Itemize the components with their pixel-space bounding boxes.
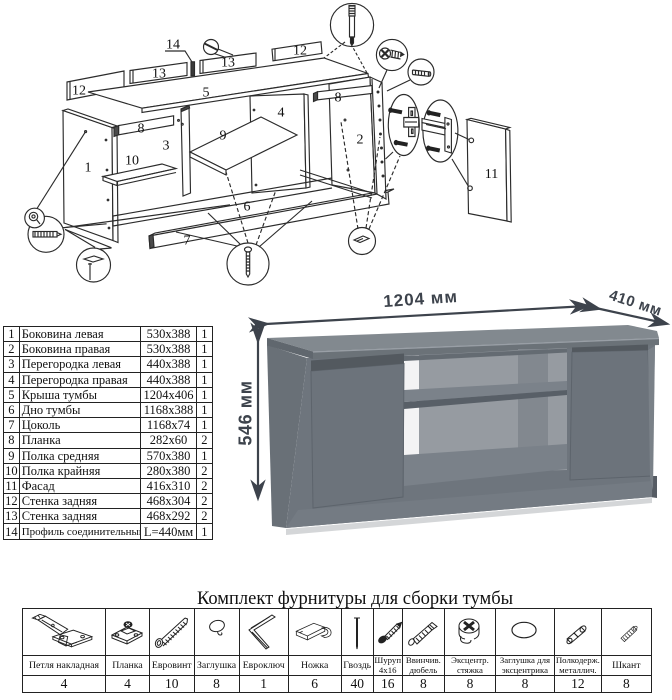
svg-text:9: 9 [220,129,227,144]
svg-text:11: 11 [485,167,498,182]
svg-text:5: 5 [203,86,210,101]
svg-text:8: 8 [138,122,145,137]
svg-text:2: 2 [357,133,364,148]
svg-text:1204 мм: 1204 мм [383,287,459,311]
svg-text:8: 8 [335,91,342,106]
svg-text:13: 13 [152,67,166,82]
svg-text:12: 12 [293,44,307,59]
svg-text:12: 12 [72,84,86,99]
svg-text:1: 1 [85,161,92,176]
svg-text:10: 10 [125,154,139,169]
svg-text:3: 3 [163,139,170,154]
svg-text:14: 14 [166,38,180,53]
svg-text:410 мм: 410 мм [607,287,664,320]
svg-text:7: 7 [184,234,191,249]
svg-text:546 мм: 546 мм [236,380,256,445]
svg-text:4: 4 [278,106,285,121]
svg-text:13: 13 [221,56,235,71]
svg-text:6: 6 [244,200,251,215]
